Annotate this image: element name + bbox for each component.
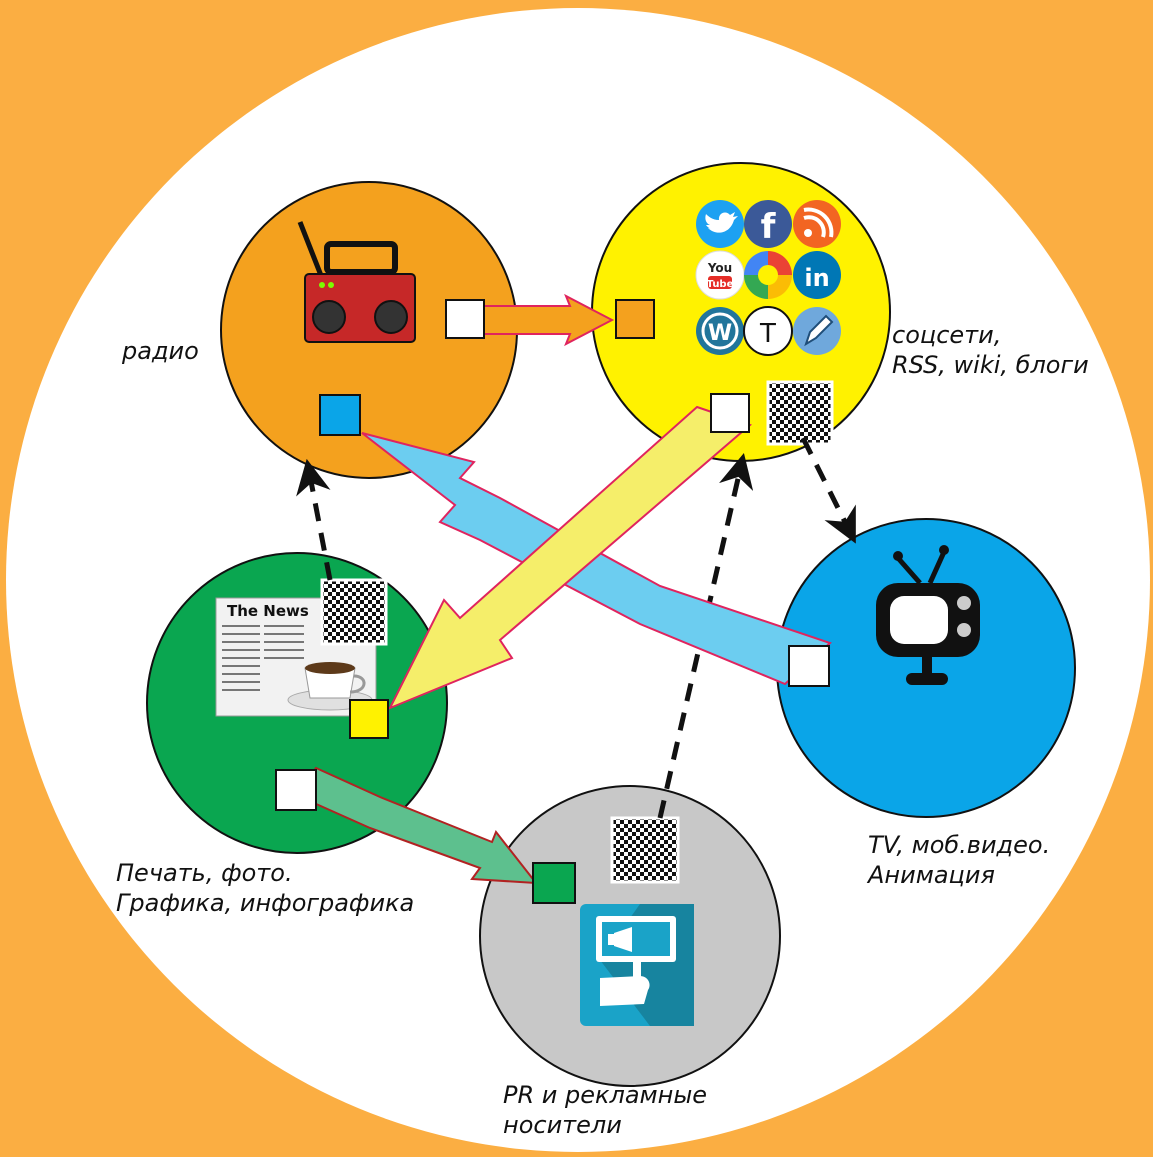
facebook-icon: f bbox=[744, 200, 792, 248]
connector-tv-out bbox=[788, 645, 830, 687]
rss-icon bbox=[793, 200, 841, 248]
radio-label: радио bbox=[122, 337, 199, 365]
arrow-social-to-print bbox=[387, 405, 752, 710]
qr-code-social bbox=[766, 380, 834, 446]
linkedin-icon: in bbox=[793, 251, 841, 299]
svg-text:in: in bbox=[804, 264, 829, 292]
dashed-arrow-print-to-radio bbox=[296, 458, 333, 581]
connector-social-out bbox=[710, 393, 750, 433]
arrow-print-to-pr bbox=[294, 766, 539, 885]
connector-print-in bbox=[349, 699, 389, 739]
svg-text:f: f bbox=[761, 207, 777, 247]
connector-radio-in bbox=[319, 394, 361, 436]
newspaper-headline: The News bbox=[227, 602, 309, 620]
tv-icon bbox=[876, 545, 980, 685]
svg-text:T: T bbox=[759, 319, 776, 349]
connector-pr-in bbox=[532, 862, 576, 904]
radio-icon bbox=[297, 221, 416, 343]
svg-text:Tube: Tube bbox=[707, 279, 734, 290]
qr-code-print bbox=[320, 578, 388, 646]
qr-code-pr bbox=[610, 816, 680, 884]
connector-social-in bbox=[615, 299, 655, 339]
pr-label: PR и рекламные носители bbox=[503, 1081, 708, 1139]
pr-advertising-icon bbox=[580, 904, 694, 1026]
arrow-radio-to-social bbox=[483, 293, 615, 347]
youtube-icon: You Tube bbox=[695, 250, 745, 300]
print-label: Печать, фото. Графика, инфографика bbox=[116, 859, 415, 917]
connector-print-out bbox=[275, 769, 317, 811]
typepad-icon: T bbox=[743, 306, 793, 356]
twitter-icon bbox=[696, 200, 744, 248]
social-label: соцсети, RSS, wiki, блоги bbox=[892, 321, 1089, 379]
tv-label: TV, моб.видео. Анимация bbox=[868, 831, 1051, 889]
google-icon bbox=[744, 251, 792, 299]
svg-text:W: W bbox=[708, 321, 732, 346]
connector-radio-out bbox=[445, 299, 485, 339]
dashed-arrow-social-to-tv bbox=[800, 436, 856, 544]
svg-text:You: You bbox=[707, 261, 732, 275]
wordpress-icon: W bbox=[696, 307, 744, 355]
blog-pencil-icon bbox=[793, 307, 841, 355]
